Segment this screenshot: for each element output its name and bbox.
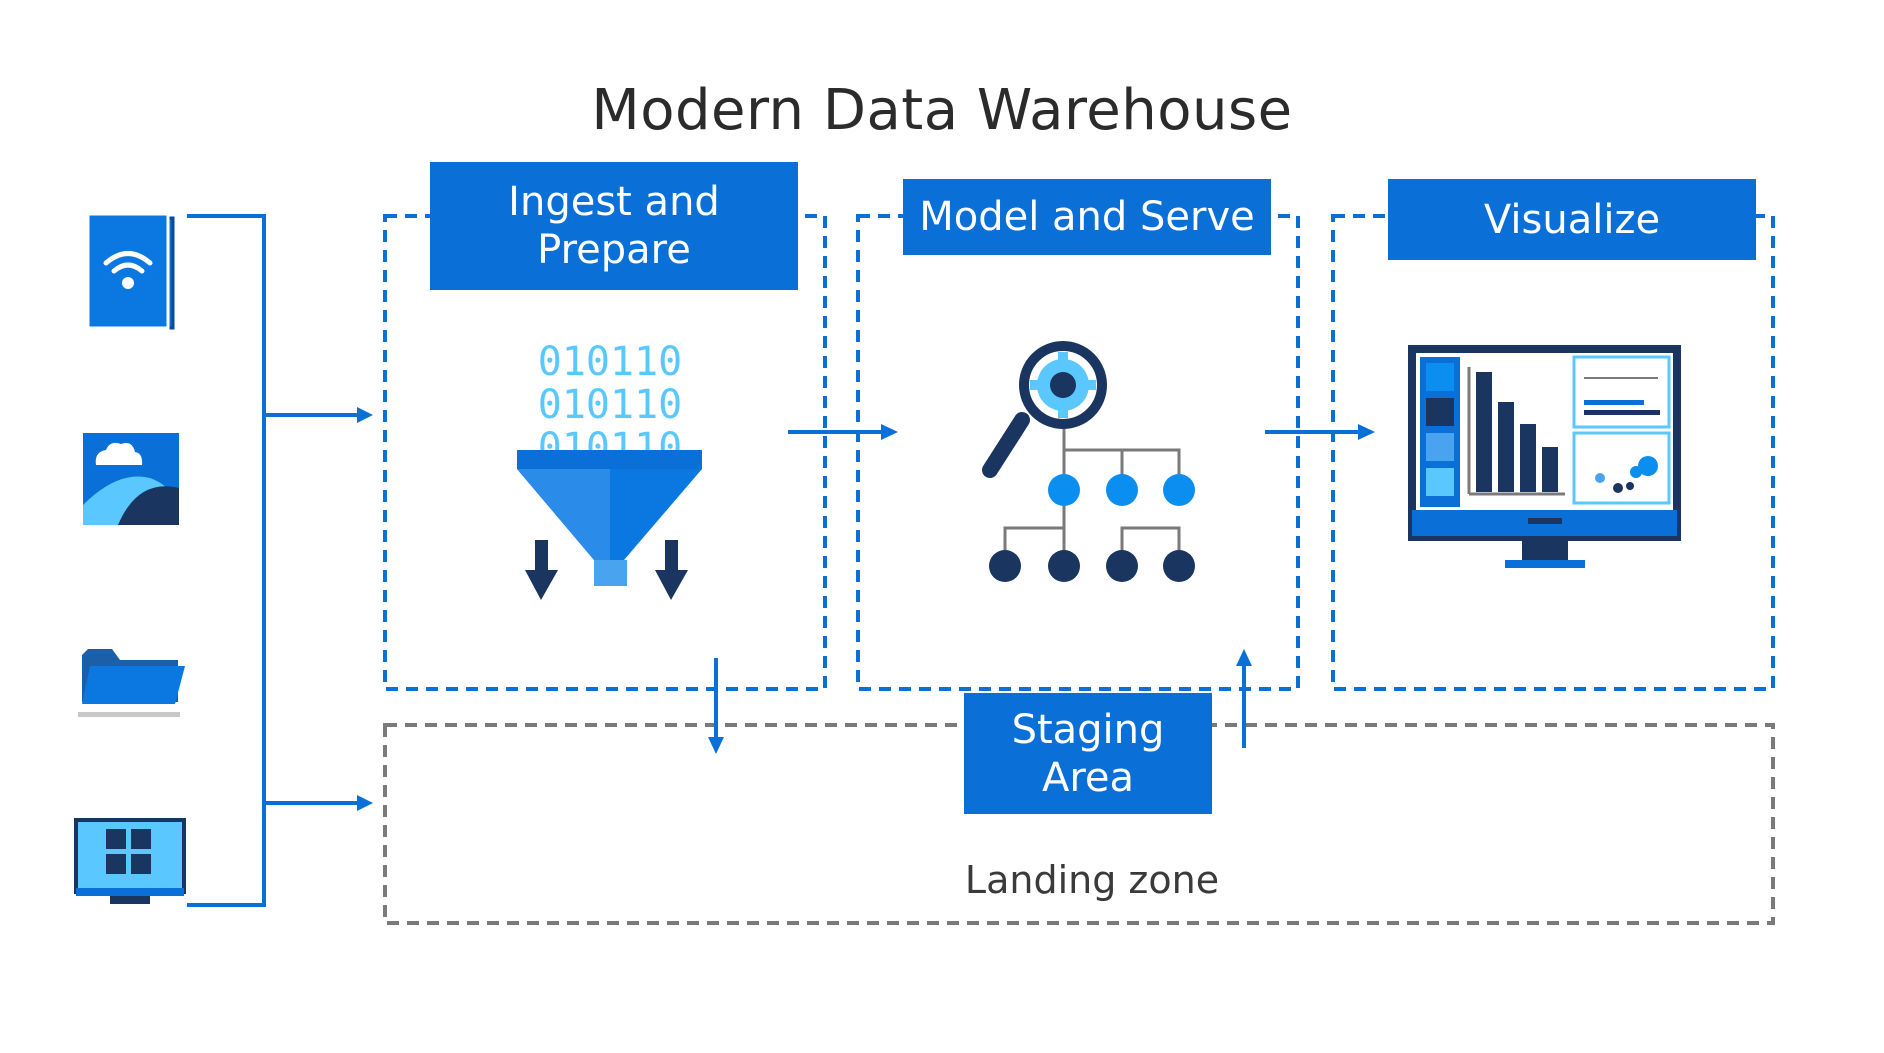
page-title: Modern Data Warehouse (591, 78, 1293, 143)
landing-zone-label: Landing zone (964, 858, 1220, 902)
binary-row: 010110 (538, 339, 683, 385)
model-stage-label: Model and Serve (903, 179, 1271, 255)
binary-row: 010110 (538, 382, 683, 428)
folder-icon (78, 649, 185, 717)
ingest-to-model-arrow (788, 424, 898, 440)
ingest-stage-label: Ingest and Prepare (430, 162, 798, 290)
hierarchy-icon (989, 405, 1195, 582)
staging-area-label: Staging Area (964, 693, 1212, 814)
funnel-icon (517, 450, 702, 586)
down-arrow-icon (655, 540, 688, 600)
dashboard-monitor-icon (1408, 345, 1681, 568)
magnifier-gear-icon (982, 341, 1107, 478)
model-container (856, 214, 1300, 691)
arrow-to-landing (357, 795, 373, 811)
staging-to-model-arrow (1236, 649, 1252, 748)
landing-zone-container (383, 723, 1775, 925)
visualize-stage-label: Visualize (1388, 179, 1756, 260)
arrow-to-ingest (357, 407, 373, 423)
model-to-visualize-arrow (1265, 424, 1375, 440)
ingest-to-staging-arrow (708, 658, 724, 754)
down-arrow-icon (525, 540, 558, 600)
cloud-storage-icon (83, 433, 179, 525)
binary-data: 010110 010110 010110 (538, 339, 683, 471)
windows-pc-icon (74, 818, 186, 904)
source-connector (187, 214, 362, 907)
iot-device-icon (86, 212, 175, 330)
